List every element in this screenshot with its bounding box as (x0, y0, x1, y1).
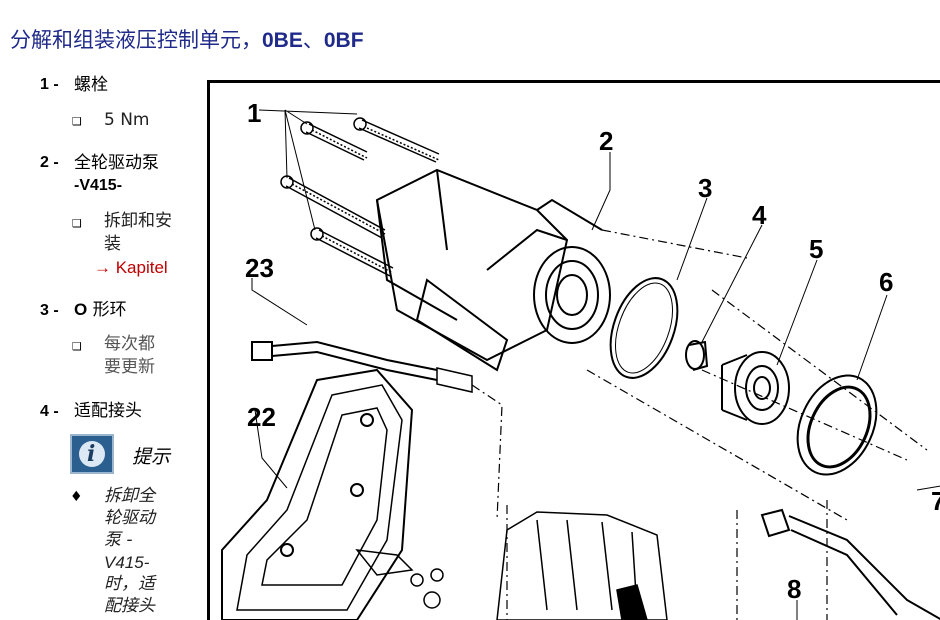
legend-item-3-number: 3 - (40, 302, 59, 319)
note-line1: 拆卸全 (104, 486, 155, 506)
kapitel-link[interactable]: → Kapitel (94, 258, 168, 277)
diagram-label: 8 (787, 574, 801, 604)
legend-item-3-sub-line2: 要更新 (104, 357, 155, 377)
square-bullet-icon: ❑ (72, 115, 82, 128)
legend-item-1-label: 螺栓 (74, 75, 108, 95)
square-bullet-icon: ❑ (72, 340, 82, 353)
square-bullet-icon: ❑ (72, 217, 82, 230)
construction-lines (471, 229, 928, 620)
note-line2: 轮驱动 (104, 508, 155, 528)
diagram-label: 5 (809, 234, 823, 264)
legend-item-3-label: O 形环 (74, 300, 127, 320)
adapter-drawing (685, 340, 709, 371)
note-line3: 泵 - (104, 530, 133, 550)
info-icon: i (70, 434, 114, 474)
diagram-label: 1 (247, 98, 261, 128)
legend-item-2-label: 全轮驱动泵 (74, 153, 159, 173)
diagram-drawing (221, 109, 940, 620)
diamond-bullet-icon: ♦ (70, 489, 83, 505)
o-ring-drawing (609, 277, 679, 379)
diagram-frame (207, 80, 940, 620)
legend-item-2-sub-line1: 拆卸和安 (104, 211, 172, 231)
legend-item-1-number: 1 - (40, 76, 59, 93)
pipe-7-drawing (760, 485, 940, 620)
note-line4: V415- (104, 553, 150, 572)
legend-item-4-number: 4 - (40, 403, 59, 420)
pipe-23-drawing (251, 278, 473, 393)
hint-label: 提示 (132, 446, 171, 468)
legend-item-2-sub-line2: 装 (104, 234, 121, 254)
note-line5: 时，适 (104, 574, 155, 594)
parts-legend: 1 - 螺栓 ❑ 5 Nm 2 - 全轮驱动泵 -V415- ❑ 拆卸和安 装 … (0, 0, 200, 620)
part-5-drawing (721, 351, 790, 425)
legend-item-2-code: -V415- (74, 177, 123, 194)
valve-body-drawing (355, 511, 668, 620)
legend-item-2-number: 2 - (40, 154, 59, 171)
diagram-label: 4 (752, 200, 767, 230)
diagram-label: 3 (698, 173, 712, 203)
bolts-drawing (280, 117, 440, 277)
diagram-label: 22 (247, 402, 276, 432)
pump-drawing (375, 168, 611, 372)
diagram-labels: 1 2 3 4 5 6 23 22 8 7 (245, 98, 940, 604)
gasket-22-drawing (221, 368, 414, 620)
exploded-view-diagram: 1 2 3 4 5 6 23 22 8 7 (207, 80, 940, 620)
legend-item-1-torque: 5 Nm (104, 110, 150, 130)
diagram-label: 23 (245, 253, 274, 283)
diagram-label: 2 (599, 126, 613, 156)
page-title: 分解和组装液压控制单元，0BE、0BF (10, 28, 364, 52)
legend-item-3-sub-line1: 每次都 (104, 334, 155, 354)
note-line6: 配接头 (104, 596, 155, 616)
diagram-label: 6 (879, 267, 893, 297)
legend-item-4-label: 适配接头 (74, 401, 142, 421)
diagram-label: 7 (931, 486, 940, 516)
seal-drawing (796, 374, 878, 476)
